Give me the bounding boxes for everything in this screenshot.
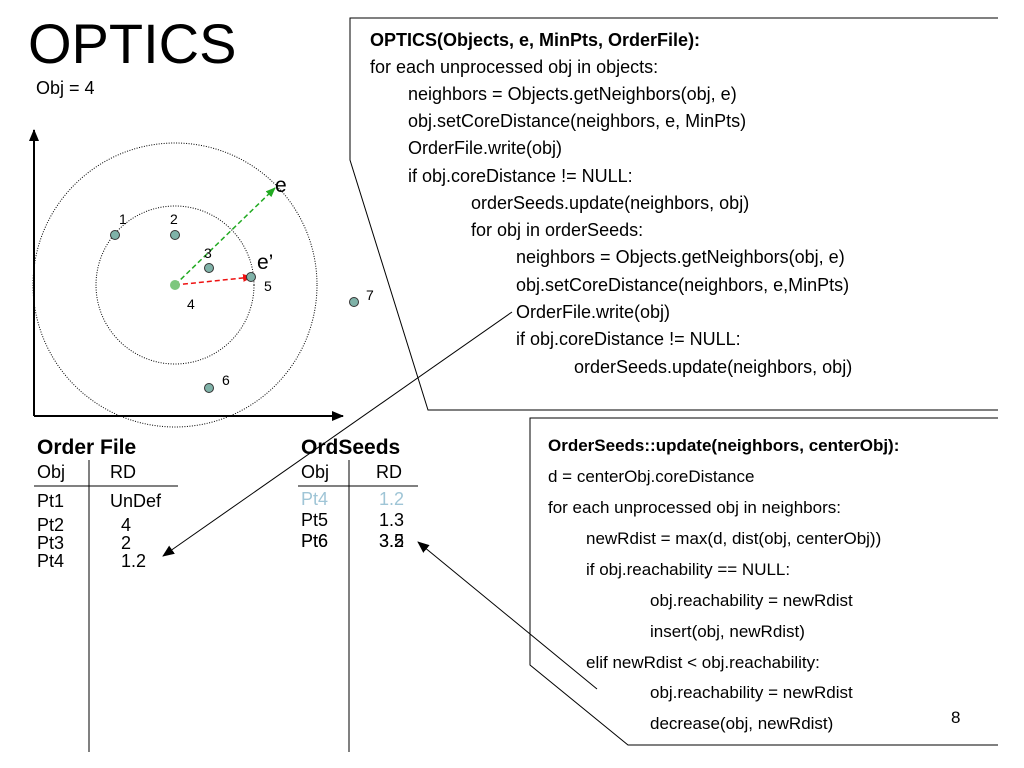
update-code-line: d = centerObj.coreDistance: [548, 467, 755, 486]
optics-code-line: if obj.coreDistance != NULL:: [516, 329, 741, 349]
order-file-row-rd: UnDef: [110, 491, 162, 511]
epsilon-prime-label: e’: [257, 251, 273, 274]
optics-code-line: orderSeeds.update(neighbors, obj): [471, 193, 750, 213]
point-5-label: 5: [264, 278, 272, 294]
page-number: 8: [951, 708, 961, 727]
epsilon-circle: [32, 142, 318, 428]
optics-code-line: OrderFile.write(obj): [408, 138, 563, 158]
ord-seeds-row-obj: Pt6: [301, 531, 329, 551]
ord-seeds-row-rd: 1.3: [379, 510, 405, 530]
ord-seeds-row-obj: Pt5: [301, 510, 329, 530]
ord-seeds-col-rd: RD: [376, 462, 402, 482]
update-code-header: OrderSeeds::update(neighbors, centerObj)…: [548, 436, 900, 455]
update-code-line: obj.reachability = newRdist: [650, 591, 853, 610]
ord-seeds-col-obj: Obj: [301, 462, 330, 482]
optics-code-line: orderSeeds.update(neighbors, obj): [574, 357, 853, 377]
point-5: [246, 272, 256, 282]
point-2: [170, 230, 180, 240]
point-3: [204, 263, 214, 273]
update-code-line: newRdist = max(d, dist(obj, centerObj)): [586, 529, 882, 548]
ord-seeds-row-obj-overlay: Pt6: [301, 531, 329, 551]
update-code-line: insert(obj, newRdist): [650, 622, 805, 641]
update-code-line: if obj.reachability == NULL:: [586, 560, 791, 579]
current-object-label: Obj = 4: [36, 78, 95, 98]
order-file-row-obj: Pt1: [37, 491, 65, 511]
point-4: [170, 280, 180, 290]
core-distance-circle: [95, 205, 255, 365]
update-code-panel: [529, 417, 998, 746]
optics-code-line: obj.setCoreDistance(neighbors, e, MinPts…: [408, 111, 747, 131]
optics-code-line: obj.setCoreDistance(neighbors, e,MinPts): [516, 275, 850, 295]
optics-code-line: neighbors = Objects.getNeighbors(obj, e): [516, 247, 845, 267]
optics-code-line: for obj in orderSeeds:: [471, 220, 644, 240]
point-1-label: 1: [119, 211, 127, 227]
update-code-line: for each unprocessed obj in neighbors:: [548, 498, 841, 517]
update-to-ord-seeds-arrow: [417, 541, 598, 690]
point-2-label: 2: [170, 211, 178, 227]
order-file-col-rd: RD: [110, 462, 136, 482]
point-1: [110, 230, 120, 240]
order-file-row-obj: Pt4: [37, 551, 65, 571]
update-code-line: decrease(obj, newRdist): [650, 714, 834, 733]
update-code-line: elif newRdist < obj.reachability:: [586, 653, 820, 672]
order-file-row-rd: 1.2: [121, 551, 147, 571]
core-distance-arrow: [174, 273, 253, 286]
slide-title: OPTICS: [28, 12, 237, 75]
order-file-row-obj: Pt2: [37, 515, 65, 535]
update-code-line: obj.reachability = newRdist: [650, 683, 853, 702]
point-4-label: 4: [187, 296, 195, 312]
order-file-row-rd: 2: [121, 533, 132, 553]
ord-seeds-row-rd-overlay: 3.5: [379, 531, 405, 551]
epsilon-arrow: [174, 187, 276, 286]
ord-seeds-row-rd: 3.2: [379, 531, 405, 551]
write-to-order-file-arrow: [162, 311, 513, 557]
epsilon-label: e: [275, 174, 287, 197]
point-6: [204, 383, 214, 393]
point-7: [349, 297, 359, 307]
optics-code-line: neighbors = Objects.getNeighbors(obj, e): [408, 84, 737, 104]
optics-code-line: for each unprocessed obj in objects:: [370, 57, 659, 77]
order-file-row-rd: 4: [121, 515, 132, 535]
optics-code-panel: [349, 17, 998, 411]
point-7-label: 7: [366, 287, 374, 303]
optics-code-line: OrderFile.write(obj): [516, 302, 671, 322]
point-6-label: 6: [222, 372, 230, 388]
ord-seeds-row-obj-removed: Pt4: [301, 489, 329, 509]
order-file-title: Order File: [37, 436, 137, 459]
order-file-row-obj: Pt3: [37, 533, 65, 553]
order-file-col-obj: Obj: [37, 462, 66, 482]
optics-code-line: if obj.coreDistance != NULL:: [408, 166, 633, 186]
optics-code-header: OPTICS(Objects, e, MinPts, OrderFile):: [370, 30, 701, 50]
point-3-label: 3: [204, 245, 212, 261]
ord-seeds-title: OrdSeeds: [301, 436, 401, 459]
ord-seeds-row-rd-removed: 1.2: [379, 489, 405, 509]
